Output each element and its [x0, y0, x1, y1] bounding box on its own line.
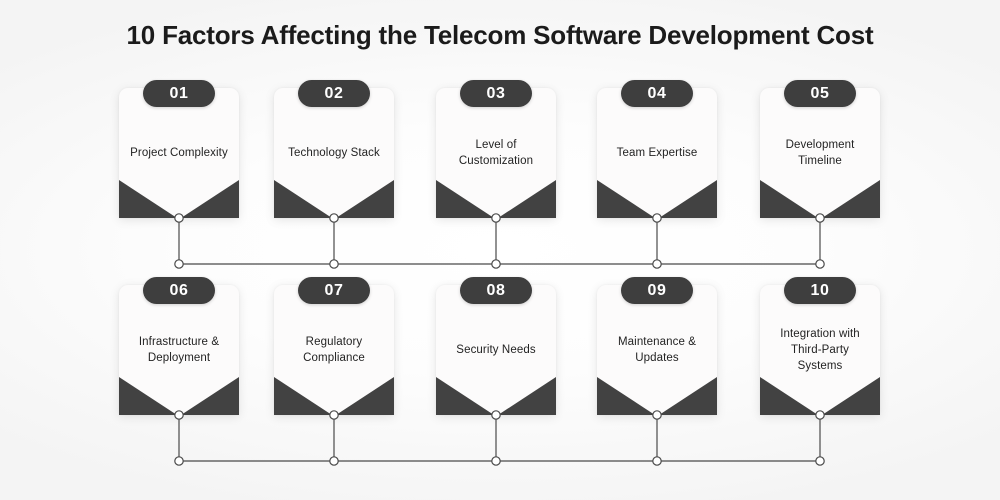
- factor-card-08[interactable]: Security Needs: [436, 285, 556, 415]
- factor-label-06: Infrastructure & Deployment: [138, 336, 220, 364]
- factor-badge-06: 06: [143, 277, 215, 304]
- factor-badge-10: 10: [784, 277, 856, 304]
- factor-card-10[interactable]: Integration with Third-Party Systems: [760, 285, 880, 415]
- connector-rail-node-08: [491, 456, 501, 466]
- factor-badge-02: 02: [298, 80, 370, 107]
- connector-rail-node-04: [652, 259, 662, 269]
- corner-triangle-left-icon: [597, 180, 655, 218]
- corner-triangle-left-icon: [119, 180, 177, 218]
- connector-rail-node-10: [815, 456, 825, 466]
- connector-rail-node-02: [329, 259, 339, 269]
- factor-card-04[interactable]: Team Expertise: [597, 88, 717, 218]
- factor-badge-03: 03: [460, 80, 532, 107]
- factor-label-01: Project Complexity: [130, 147, 228, 159]
- factor-label-04: Team Expertise: [616, 147, 698, 159]
- corner-triangle-right-icon: [498, 377, 556, 415]
- corner-triangle-right-icon: [659, 180, 717, 218]
- corner-triangle-right-icon: [181, 180, 239, 218]
- factor-card-07[interactable]: Regulatory Compliance: [274, 285, 394, 415]
- corner-triangle-left-icon: [119, 377, 177, 415]
- connector-rail-node-07: [329, 456, 339, 466]
- factor-label-07: Regulatory Compliance: [303, 336, 365, 364]
- factor-badge-01: 01: [143, 80, 215, 107]
- page-title: 10 Factors Affecting the Telecom Softwar…: [126, 20, 874, 50]
- factor-label-05: Development Timeline: [785, 139, 855, 167]
- connector-rail-node-01: [174, 259, 184, 269]
- corner-triangle-right-icon: [822, 377, 880, 415]
- connector-rail-node-03: [491, 259, 501, 269]
- factor-label-10: Integration with Third-Party Systems: [780, 328, 860, 372]
- factor-label-03: Level of Customization: [458, 139, 534, 167]
- corner-triangle-left-icon: [597, 377, 655, 415]
- factor-label-09: Maintenance & Updates: [617, 336, 696, 364]
- factor-card-05[interactable]: Development Timeline: [760, 88, 880, 218]
- corner-triangle-right-icon: [659, 377, 717, 415]
- corner-triangle-right-icon: [181, 377, 239, 415]
- factor-badge-08: 08: [460, 277, 532, 304]
- corner-triangle-right-icon: [336, 180, 394, 218]
- factor-card-03[interactable]: Level of Customization: [436, 88, 556, 218]
- factor-label-08: Security Needs: [456, 344, 536, 356]
- factor-card-02[interactable]: Technology Stack: [274, 88, 394, 218]
- corner-triangle-left-icon: [760, 180, 818, 218]
- factor-card-09[interactable]: Maintenance & Updates: [597, 285, 717, 415]
- corner-triangle-left-icon: [760, 377, 818, 415]
- factor-badge-04: 04: [621, 80, 693, 107]
- corner-triangle-left-icon: [436, 180, 494, 218]
- connector-rail-node-05: [815, 259, 825, 269]
- connector-rail-node-09: [652, 456, 662, 466]
- corner-triangle-right-icon: [498, 180, 556, 218]
- corner-triangle-left-icon: [274, 377, 332, 415]
- connector-rail-node-06: [174, 456, 184, 466]
- factor-badge-09: 09: [621, 277, 693, 304]
- corner-triangle-right-icon: [822, 180, 880, 218]
- factor-badge-05: 05: [784, 80, 856, 107]
- corner-triangle-left-icon: [274, 180, 332, 218]
- factor-card-06[interactable]: Infrastructure & Deployment: [119, 285, 239, 415]
- factor-badge-07: 07: [298, 277, 370, 304]
- corner-triangle-right-icon: [336, 377, 394, 415]
- factor-card-01[interactable]: Project Complexity: [119, 88, 239, 218]
- factor-label-02: Technology Stack: [288, 147, 380, 159]
- corner-triangle-left-icon: [436, 377, 494, 415]
